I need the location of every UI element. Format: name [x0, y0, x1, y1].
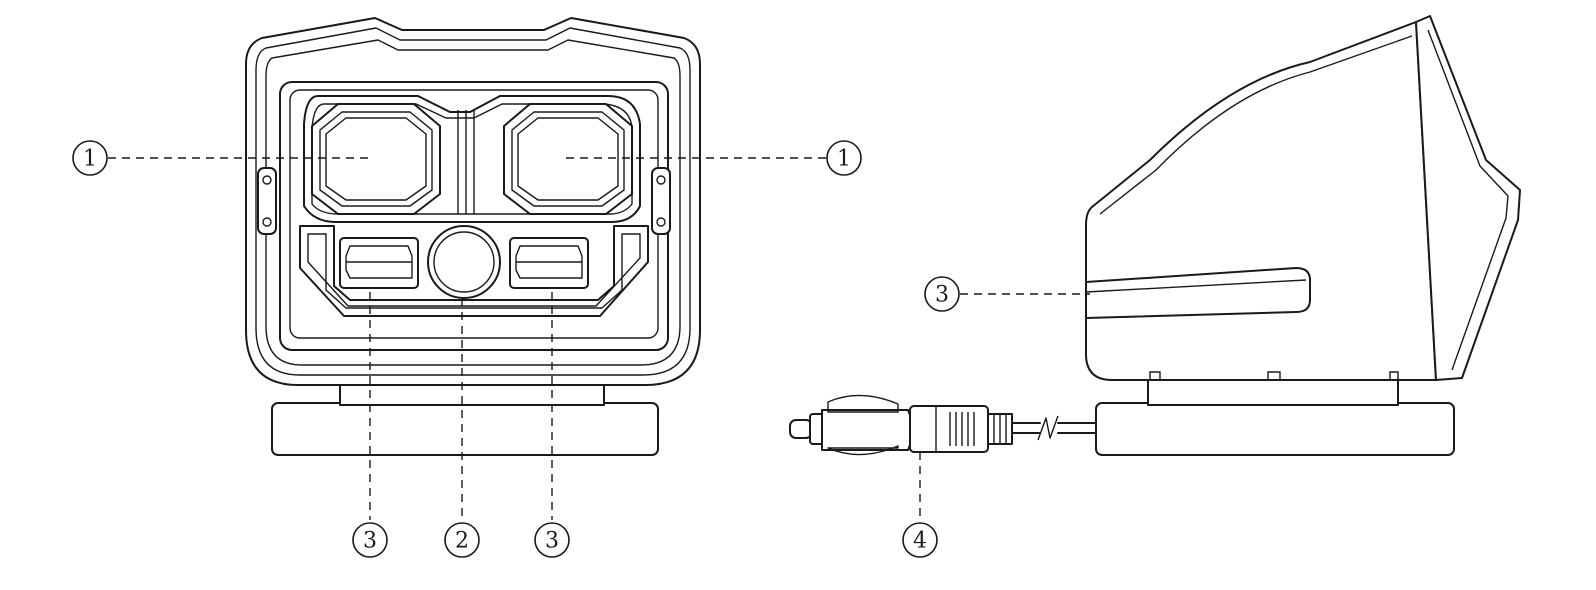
- left-lens-inner: [325, 117, 427, 201]
- front-housing-inner-rim: [265, 39, 681, 366]
- cigarette-plug: [789, 394, 1013, 456]
- side-callouts: 3 4: [902, 276, 1090, 558]
- side-base-plate: [1095, 402, 1455, 456]
- lower-strip-frame: [299, 225, 649, 317]
- right-lens-mid: [511, 111, 625, 207]
- front-housing-rim: [255, 27, 691, 376]
- callout-plug: 4: [902, 522, 938, 558]
- callout-front-lamp-left: 1: [72, 140, 108, 176]
- right-lens-outer: [503, 103, 633, 215]
- side-strip: [1085, 267, 1311, 319]
- front-base-plate: [271, 402, 659, 456]
- center-round-lens-outer: [427, 225, 501, 299]
- svg-text:2: 2: [455, 529, 469, 554]
- left-lens-mid: [319, 111, 433, 207]
- left-hinge: [257, 167, 277, 235]
- side-rear-cap: [1415, 15, 1521, 381]
- upper-lamp-bezel: [303, 95, 641, 223]
- svg-text:3: 3: [363, 529, 377, 554]
- svg-text:1: 1: [83, 147, 97, 172]
- lower-right-lamp: [509, 237, 589, 289]
- svg-text:3: 3: [545, 529, 559, 554]
- callout-front-center: 2: [444, 522, 480, 558]
- lower-left-lamp: [339, 237, 419, 289]
- front-callouts: 1 1 3 2 3: [72, 140, 862, 558]
- callout-front-strip-left: 3: [352, 522, 388, 558]
- svg-text:1: 1: [837, 147, 851, 172]
- svg-text:4: 4: [913, 529, 927, 554]
- callout-side-strip: 3: [924, 276, 960, 312]
- callout-front-lamp-right: 1: [826, 140, 862, 176]
- right-lens-inner: [517, 117, 619, 201]
- side-view: [789, 15, 1521, 456]
- cable-break-mark: [1037, 415, 1059, 441]
- callout-front-strip-right: 3: [534, 522, 570, 558]
- front-housing-outer: [245, 17, 701, 386]
- left-lens-outer: [311, 103, 441, 215]
- right-hinge: [651, 167, 671, 235]
- svg-text:3: 3: [935, 283, 949, 308]
- front-view: [245, 17, 701, 456]
- side-body: [1085, 21, 1437, 381]
- center-round-lens-inner: [433, 231, 495, 293]
